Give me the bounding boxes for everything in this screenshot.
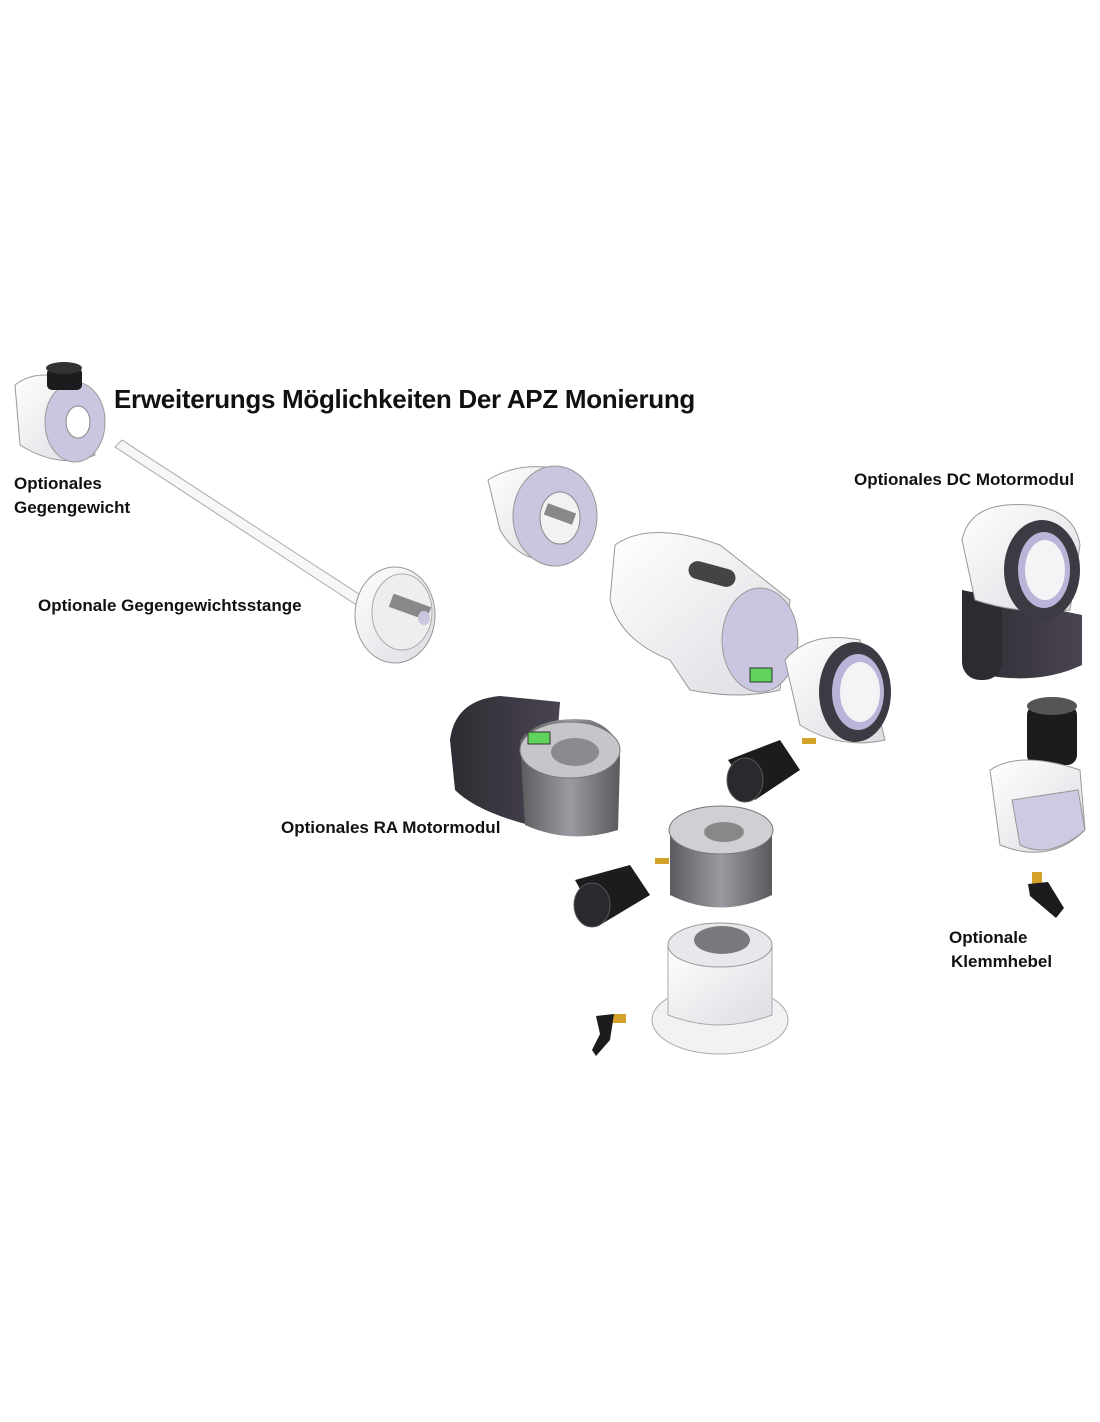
label-counterweight-rod: Optionale Gegengewichtsstange [38,596,302,615]
label-line: Klemmhebel [951,952,1053,971]
label-dc-motor: Optionales DC Motormodul [854,470,1075,489]
label-line: Gegengewicht [14,498,131,517]
dec-motor-ring-part [784,637,891,744]
ra-motor-module-part [450,696,621,837]
label-line: Optionales [14,474,102,493]
dovetail-cone-part [487,465,598,567]
clamp-lever-part-left [592,1014,626,1056]
clamp-lever-part-right [1028,872,1064,918]
diagram-title: Erweiterungs Möglichkeiten Der APZ Monie… [114,384,696,414]
dc-motor-module-part [961,503,1082,680]
declination-body-part [609,532,799,696]
knob-part [726,740,800,803]
clamp-part [989,697,1086,853]
ra-housing-part [655,805,774,908]
label-line: Optionale [949,928,1028,947]
counterweight-rod-part [114,439,436,664]
knob-part [573,865,650,928]
base-part [651,922,789,1055]
counterweight-part [14,362,106,463]
label-ra-motor: Optionales RA Motormodul [281,818,501,837]
